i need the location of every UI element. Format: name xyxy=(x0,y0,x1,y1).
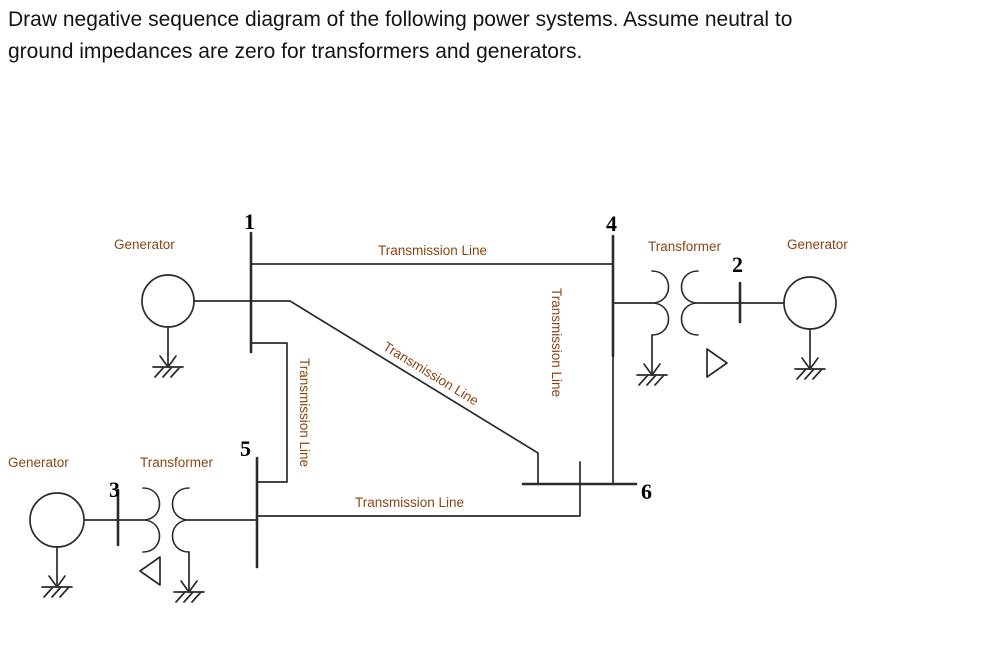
bus-3-number: 3 xyxy=(109,477,120,502)
question-text: Draw negative sequence diagram of the fo… xyxy=(8,8,792,63)
generator-circle-icon xyxy=(141,274,195,328)
generator-circle-icon xyxy=(29,492,85,548)
winding-right-icon xyxy=(171,487,190,553)
ground-icon xyxy=(794,328,826,380)
transmission-line-1-4-label: Transmission Line xyxy=(378,243,487,258)
winding-left-icon xyxy=(142,487,161,553)
generator-bottom-left-label: Generator xyxy=(8,455,69,470)
transmission-line-5-6 xyxy=(256,461,581,517)
question-line-2: ground impedances are zero for transform… xyxy=(8,40,582,63)
transmission-line-1-5 xyxy=(250,342,288,483)
delta-winding-icon xyxy=(706,348,728,378)
generator-circle-icon xyxy=(783,276,837,330)
transmission-line-1-6-label: Transmission Line xyxy=(380,339,481,409)
ground-icon xyxy=(152,326,184,378)
generator-top-left-label: Generator xyxy=(114,237,175,252)
transformer-top-label: Transformer xyxy=(648,239,722,254)
bus-6-number: 6 xyxy=(641,479,652,504)
transmission-line-5-6-label: Transmission Line xyxy=(355,495,464,510)
bus-2-number: 2 xyxy=(732,252,743,277)
generator-top-right-label: Generator xyxy=(787,237,848,252)
transformer-bottom-label: Transformer xyxy=(140,455,214,470)
winding-left-icon xyxy=(651,270,670,336)
question-line-1: Draw negative sequence diagram of the fo… xyxy=(8,8,792,31)
bus-5-number: 5 xyxy=(240,436,251,461)
transformer-bottom xyxy=(117,487,258,603)
generator-top-left xyxy=(141,274,252,378)
winding-right-icon xyxy=(680,270,699,336)
transformer-top xyxy=(612,270,741,386)
transmission-line-1-6 xyxy=(250,300,539,485)
bus-4-number: 4 xyxy=(606,211,617,236)
delta-winding-icon xyxy=(139,556,161,586)
ground-icon xyxy=(173,551,205,603)
generator-top-right xyxy=(739,276,837,380)
transmission-line-1-5-label: Transmission Line xyxy=(297,358,312,467)
bus-1-number: 1 xyxy=(244,209,255,234)
ground-icon xyxy=(41,546,73,598)
generator-bottom-left xyxy=(29,492,119,598)
transmission-line-4-6-label: Transmission Line xyxy=(549,288,564,397)
ground-icon xyxy=(636,334,668,386)
